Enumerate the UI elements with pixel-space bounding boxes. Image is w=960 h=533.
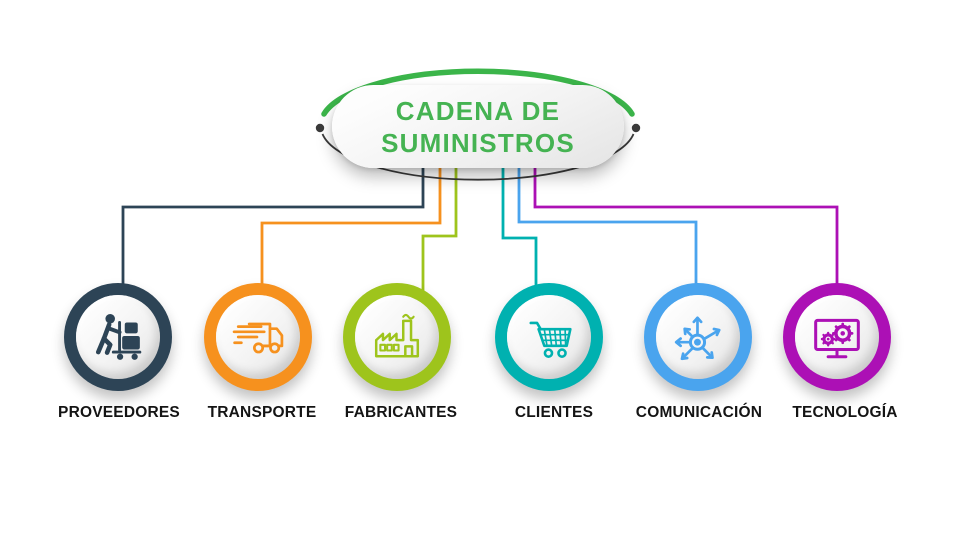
node-disc	[795, 295, 879, 379]
node-disc	[656, 295, 740, 379]
shopping-cart-icon	[529, 321, 572, 358]
label-comunicacion: COMUNICACIÓN	[635, 404, 763, 421]
label-clientes: CLIENTES	[514, 404, 594, 421]
factory-icon	[374, 313, 420, 358]
connector-fabricantes	[421, 160, 458, 292]
node-disc	[76, 295, 160, 379]
header-pill: CADENA DE SUMINISTROS	[332, 85, 624, 168]
monitor-gears-icon	[814, 318, 860, 359]
node-disc	[355, 295, 439, 379]
node-proveedores	[64, 283, 172, 391]
node-disc	[507, 295, 591, 379]
header-left-dot	[315, 123, 325, 133]
header-right-dot	[631, 123, 641, 133]
network-arrows-icon	[674, 316, 721, 361]
label-fabricantes: FABRICANTES	[344, 404, 458, 421]
label-tecnologia: TECNOLOGÍA	[792, 404, 898, 421]
page-title-line2: SUMINISTROS	[381, 127, 575, 158]
connector-clientes	[501, 160, 538, 288]
worker-handtruck-icon	[95, 314, 142, 360]
node-clientes	[495, 283, 603, 391]
label-transporte: TRANSPORTE	[207, 404, 317, 421]
connector-tecnologia	[533, 160, 839, 284]
connector-transporte	[260, 160, 442, 286]
delivery-truck-icon	[232, 322, 284, 354]
connector-comunicacion	[517, 160, 698, 285]
node-tecnologia	[783, 283, 891, 391]
node-transporte	[204, 283, 312, 391]
connector-proveedores	[121, 160, 425, 284]
node-fabricantes	[343, 283, 451, 391]
node-disc	[216, 295, 300, 379]
label-proveedores: PROVEEDORES	[58, 404, 180, 421]
node-comunicacion	[644, 283, 752, 391]
page-title-line1: CADENA DE	[395, 95, 561, 126]
